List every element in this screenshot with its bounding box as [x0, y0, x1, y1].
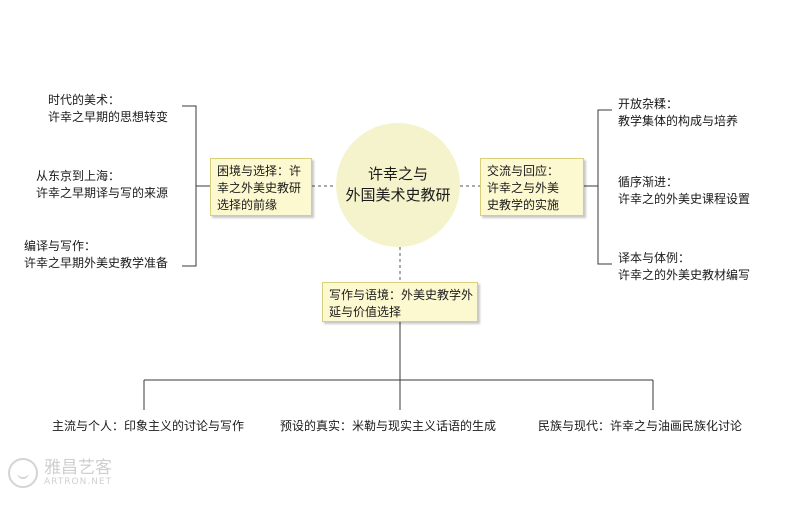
- bottom-item-2: 预设的真实：米勒与现实主义话语的生成: [280, 419, 497, 433]
- bottom-item-3: 民族与现代：许幸之与油画民族化讨论: [538, 419, 743, 433]
- right-item-3: 译本与体例： 许幸之的外美史教材编写: [618, 250, 750, 284]
- left-box: 困境与选择：许 幸之外美史教研 选择的前缘: [210, 158, 312, 216]
- watermark-text-cn: 雅昌艺客: [44, 458, 112, 478]
- right-item-3-sub: 许幸之的外美史教材编写: [618, 268, 751, 282]
- right-bracket-line: [597, 109, 612, 265]
- left-item-3-title: 编译与写作：: [24, 239, 97, 253]
- watermark-logo-icon: [8, 458, 38, 488]
- right-box-line3: 史教学的实施: [487, 198, 560, 212]
- left-box-line3: 选择的前缘: [217, 198, 278, 212]
- center-topic-line1: 许幸之与: [367, 165, 428, 183]
- right-box: 交流与回应： 许幸之与外美 史教学的实施: [480, 158, 584, 216]
- bottom-box-line2: 延与价值选择: [329, 305, 402, 319]
- left-item-3-sub: 许幸之早期外美史教学准备: [24, 256, 169, 270]
- right-item-2-sub: 许幸之的外美史课程设置: [618, 192, 751, 206]
- left-item-2: 从东京到上海： 许幸之早期译与写的来源: [36, 168, 168, 202]
- bottom-drop-lines: [143, 380, 654, 410]
- left-item-2-title: 从东京到上海：: [36, 169, 121, 183]
- bottom-box-line1: 写作与语境：外美史教学外: [329, 288, 474, 302]
- right-box-line2: 许幸之与外美: [487, 181, 560, 195]
- watermark: 雅昌艺客 ARTRON.NET: [8, 458, 112, 488]
- right-item-3-title: 译本与体例：: [618, 251, 691, 265]
- left-item-1-title: 时代的美术：: [48, 93, 121, 107]
- right-item-1-title: 开放杂糅：: [618, 97, 679, 111]
- bottom-box: 写作与语境：外美史教学外 延与价值选择: [322, 282, 478, 322]
- watermark-text-en: ARTRON.NET: [44, 477, 113, 487]
- left-item-1-sub: 许幸之早期的思想转变: [48, 110, 169, 124]
- bottom-item-1: 主流与个人：印象主义的讨论与写作: [52, 419, 245, 433]
- right-item-2-title: 循序渐进：: [618, 175, 679, 189]
- left-item-3: 编译与写作： 许幸之早期外美史教学准备: [24, 238, 168, 272]
- right-item-2: 循序渐进： 许幸之的外美史课程设置: [618, 174, 750, 208]
- center-topic-line2: 外国美术史教研: [345, 186, 451, 204]
- left-item-2-sub: 许幸之早期译与写的来源: [36, 186, 169, 200]
- right-box-line1: 交流与回应：: [487, 164, 560, 178]
- center-topic: 许幸之与 外国美术史教研: [336, 123, 460, 247]
- left-item-1: 时代的美术： 许幸之早期的思想转变: [48, 92, 168, 126]
- left-bracket-line: [182, 105, 197, 267]
- right-item-1: 开放杂糅： 教学集体的构成与培养: [618, 96, 738, 130]
- left-box-line2: 幸之外美史教研: [217, 181, 302, 195]
- right-item-1-sub: 教学集体的构成与培养: [618, 114, 739, 128]
- left-box-line1: 困境与选择：许: [217, 164, 302, 178]
